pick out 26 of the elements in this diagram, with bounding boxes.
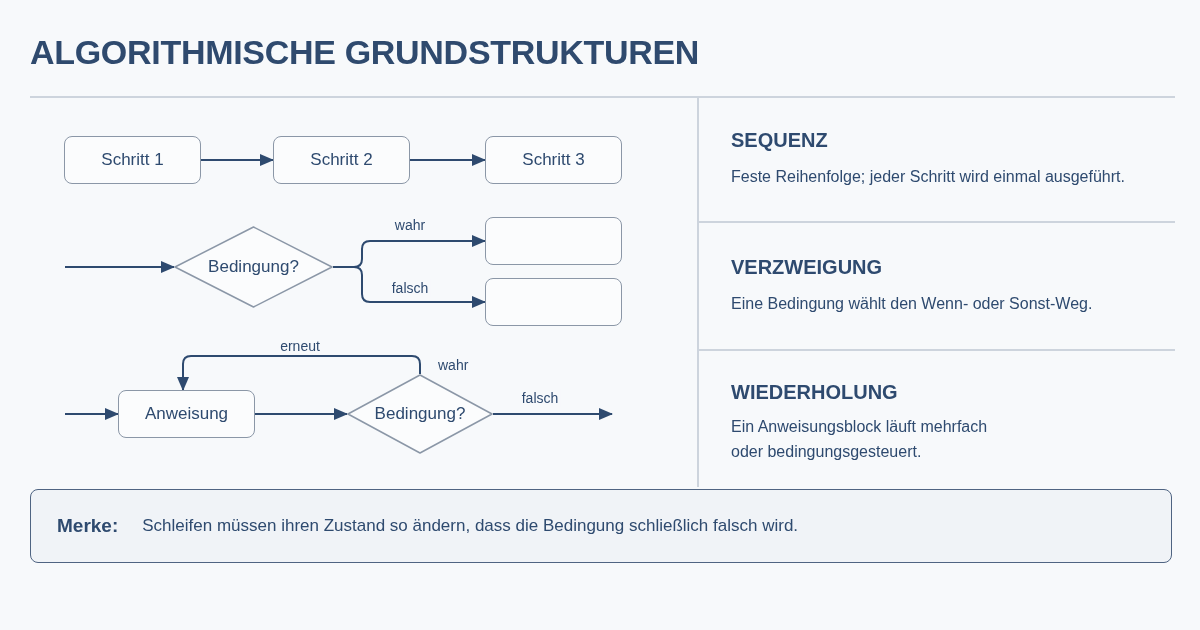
note-text: Schleifen müssen ihren Zustand so ändern, dass die Bedingung schließlich falsch wird.: [142, 515, 799, 538]
empty-box: [485, 217, 622, 265]
section-heading: SEQUENZ: [731, 128, 828, 152]
note-heading: Merke:: [57, 513, 119, 538]
section-text: Eine Bedingung wählt den Wenn- oder Sonst-Weg.: [731, 294, 1093, 314]
section-text: Ein Anweisungsblock läuft mehrfach oder bedingungsgesteuert.: [731, 417, 989, 462]
decision-diamond: Bedingung?: [347, 374, 493, 454]
arrow: [492, 408, 613, 420]
process-box: Schritt 3: [485, 136, 622, 184]
empty-box: [485, 278, 622, 326]
process-box: Anweisung: [118, 390, 255, 438]
decision-diamond: Bedingung?: [174, 226, 333, 308]
section-heading: VERZWEIGUNG: [731, 255, 883, 279]
arrow: [64, 408, 119, 420]
arrow: [200, 154, 274, 166]
arrow: [409, 154, 486, 166]
process-box: Schritt 1: [64, 136, 201, 184]
arrow: [254, 408, 348, 420]
process-box: Schritt 2: [273, 136, 410, 184]
section-text: Feste Reihenfolge; jeder Schritt wird einmal ausgeführt.: [731, 167, 1125, 187]
title: ALGORITHMISCHE GRUNDSTRUKTUREN: [30, 32, 700, 73]
branch-label: wahr: [438, 356, 469, 374]
arrow: [64, 261, 175, 273]
note-box: [30, 489, 1172, 563]
section-heading: WIEDERHOLUNG: [731, 380, 898, 404]
arrow: [332, 266, 486, 308]
